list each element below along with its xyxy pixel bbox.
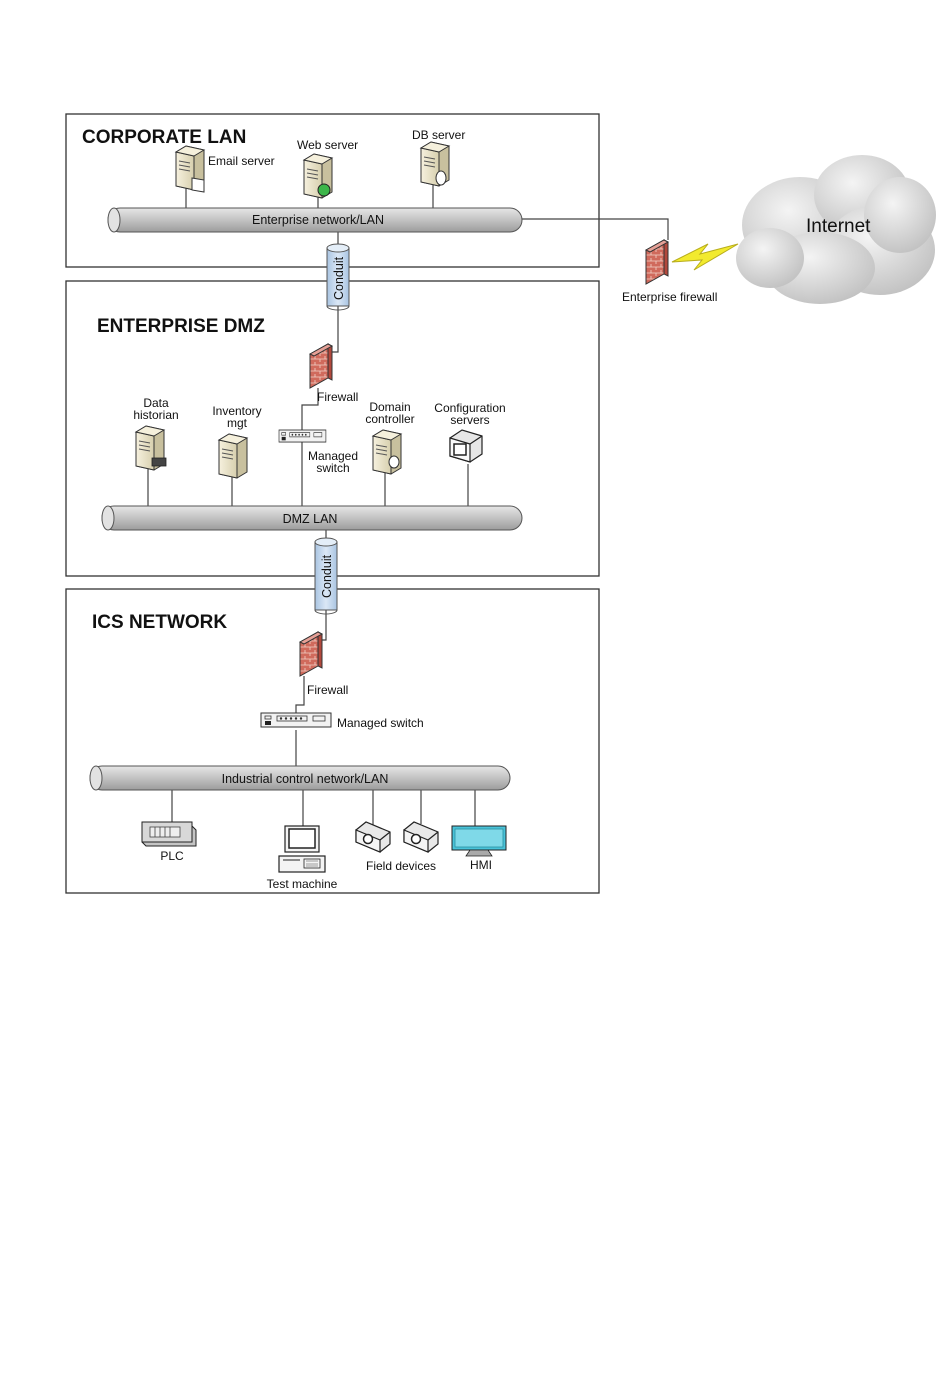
data-historian-label-line2: historian	[133, 408, 178, 422]
web-server-label: Web server	[297, 138, 358, 152]
ics-network-title: ICS NETWORK	[92, 612, 227, 633]
dmz-switch-icon	[278, 429, 327, 443]
enterprise-firewall-label: Enterprise firewall	[622, 290, 717, 304]
industrial-network-label: Industrial control network/LAN	[222, 772, 389, 786]
dmz-switch-label-line1: Managed	[308, 449, 358, 463]
email-server-label: Email server	[208, 154, 275, 168]
inventory-mgt-icon	[218, 433, 248, 479]
dmz-switch-label-line2: switch	[316, 461, 349, 475]
ics-firewall: Firewall	[299, 631, 348, 697]
enterprise-network-pipe: Enterprise network/LAN	[107, 207, 523, 233]
internet-label: Internet	[806, 216, 871, 237]
domain-controller-label-line2: controller	[365, 412, 414, 426]
data-historian-label-line1: Data	[143, 396, 169, 410]
lower-conduit: Conduit	[314, 537, 338, 615]
plc-icon	[141, 821, 197, 847]
email-server: Email server	[175, 145, 275, 193]
ics-network-zone	[65, 588, 600, 894]
db-server-label: DB server	[412, 128, 465, 142]
dmz-firewall: Firewall	[309, 343, 358, 404]
upper-conduit: Conduit	[326, 243, 350, 311]
configuration-servers: Configuration servers	[434, 401, 506, 463]
internet-cloud: Internet	[736, 155, 936, 304]
plc: PLC	[141, 821, 197, 863]
hmi: HMI	[451, 825, 507, 872]
web-server: Web server	[297, 138, 358, 199]
hmi-icon	[451, 825, 507, 857]
test-machine: Test machine	[267, 825, 338, 891]
inventory-mgt-label-line1: Inventory	[212, 404, 261, 418]
data-historian: Data historian	[133, 396, 179, 471]
test-machine-icon	[278, 825, 326, 873]
db-server: DB server	[412, 128, 465, 187]
hmi-label: HMI	[470, 858, 492, 872]
field-device-2-icon	[403, 821, 439, 853]
enterprise-network-label: Enterprise network/LAN	[252, 213, 384, 227]
field-devices-label: Field devices	[366, 859, 436, 873]
dmz-managed-switch: Managed switch	[278, 429, 358, 475]
configuration-server-icon	[449, 429, 483, 463]
upper-conduit-label: Conduit	[332, 256, 346, 300]
ics-firewall-icon	[299, 631, 323, 677]
lower-conduit-label: Conduit	[320, 554, 334, 598]
domain-controller: Domain controller	[365, 400, 415, 475]
dmz-firewall-icon	[309, 343, 333, 389]
ics-firewall-label: Firewall	[307, 683, 348, 697]
enterprise-firewall: Enterprise firewall	[622, 239, 717, 304]
lightning-icon	[671, 243, 739, 271]
web-status-icon	[317, 183, 331, 197]
inventory-mgt: Inventory mgt	[212, 404, 262, 479]
inventory-mgt-label-line2: mgt	[227, 416, 248, 430]
ics-managed-switch: Managed switch	[260, 712, 424, 730]
configuration-servers-label-line2: servers	[450, 413, 489, 427]
field-devices: Field devices	[355, 821, 439, 873]
dmz-lan-pipe: DMZ LAN	[101, 505, 523, 531]
wires	[147, 184, 669, 826]
domain-controller-label-line1: Domain	[369, 400, 410, 414]
plc-label: PLC	[160, 849, 184, 863]
corporate-lan-title: CORPORATE LAN	[82, 127, 246, 148]
dmz-firewall-label: Firewall	[317, 390, 358, 404]
ics-switch-icon	[260, 712, 332, 728]
ics-switch-label: Managed switch	[337, 716, 424, 730]
configuration-servers-label-line1: Configuration	[434, 401, 505, 415]
enterprise-dmz-title: ENTERPRISE DMZ	[97, 316, 265, 337]
test-machine-label: Test machine	[267, 877, 338, 891]
industrial-network-pipe: Industrial control network/LAN	[89, 765, 511, 791]
dmz-lan-label: DMZ LAN	[283, 512, 338, 526]
enterprise-firewall-icon	[645, 239, 669, 285]
field-device-1-icon	[355, 821, 391, 853]
